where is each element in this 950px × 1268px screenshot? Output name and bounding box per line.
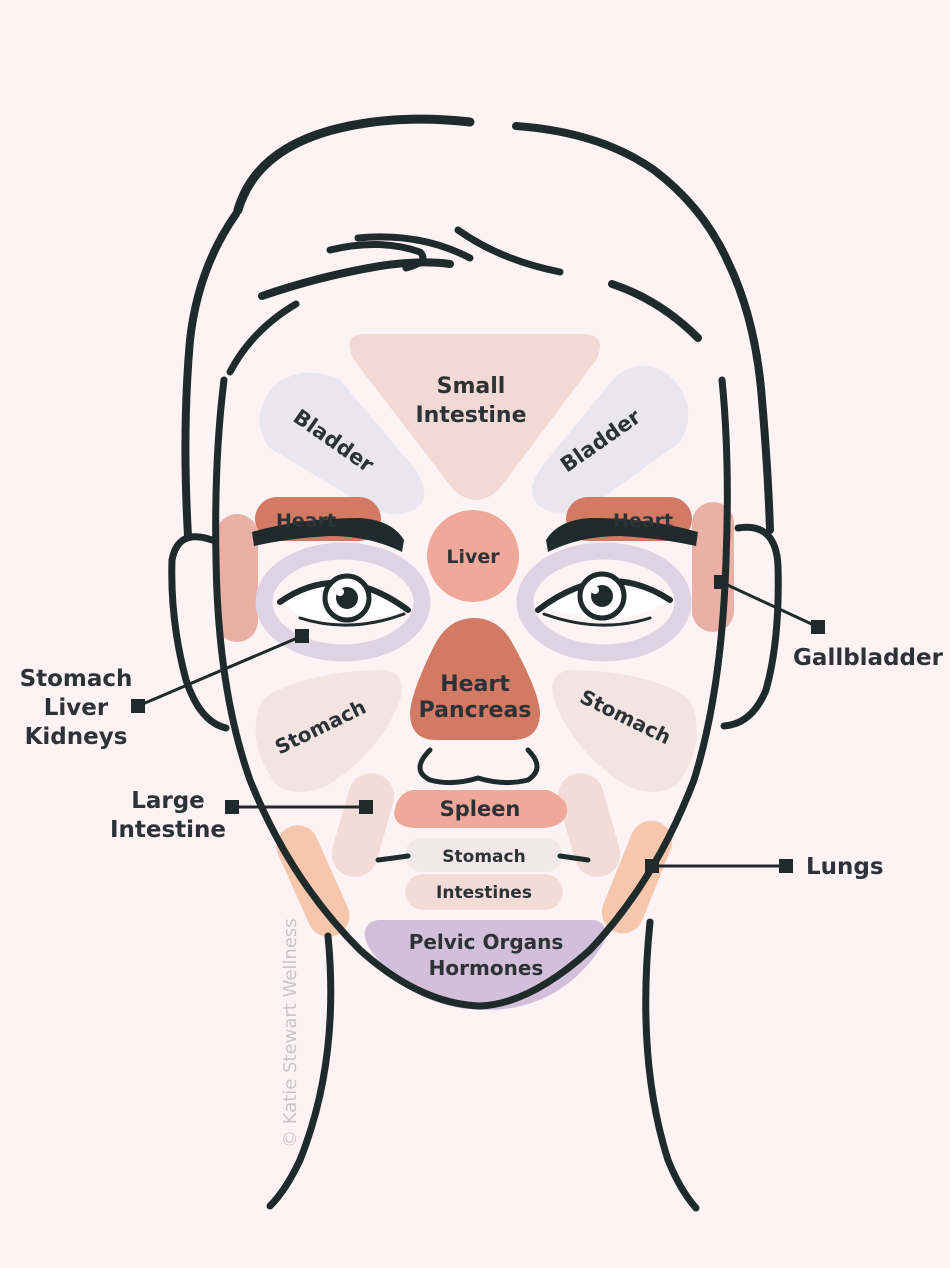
zone-lungs-right bbox=[601, 820, 673, 934]
callout-large: Large bbox=[131, 788, 205, 814]
callout-intestine: Intestine bbox=[110, 817, 226, 843]
eye-left bbox=[277, 573, 411, 627]
label-heart-right: Heart bbox=[613, 510, 673, 532]
zone-lungs-left bbox=[276, 825, 350, 937]
label-intestines: Intestines bbox=[436, 883, 532, 903]
zone-liver bbox=[427, 510, 519, 602]
zone-stomach-mouth bbox=[405, 838, 563, 872]
hairline-strand-1 bbox=[326, 241, 427, 272]
label-pelvic-2: Hormones bbox=[429, 956, 544, 980]
hair-left-side bbox=[181, 210, 240, 540]
mouth-corner-left bbox=[375, 853, 411, 863]
zone-small-intestine bbox=[349, 334, 601, 500]
hairline-strand-3 bbox=[454, 226, 564, 276]
callout-lines bbox=[131, 575, 825, 873]
label-spleen: Spleen bbox=[440, 797, 521, 821]
label-pelvic-1: Pelvic Organs bbox=[409, 930, 564, 954]
ear-left bbox=[168, 533, 230, 732]
label-heart-pancreas-1: Heart bbox=[440, 672, 510, 697]
label-heart-left: Heart bbox=[276, 510, 336, 532]
callout-kidneys: Kidneys bbox=[25, 724, 128, 750]
zone-temple-left bbox=[216, 514, 258, 642]
label-liver: Liver bbox=[446, 546, 500, 568]
zone-eye-ring-right bbox=[516, 542, 692, 662]
hair-right-side bbox=[724, 258, 774, 534]
hair-top-right bbox=[512, 122, 732, 266]
eyebrow-right bbox=[546, 518, 698, 552]
zone-large-intestine-left bbox=[331, 773, 395, 877]
ear-right bbox=[720, 523, 782, 730]
neck-left bbox=[266, 932, 335, 1210]
label-heart-pancreas-2: Pancreas bbox=[419, 698, 532, 723]
callout-lungs: Lungs bbox=[806, 854, 884, 880]
callout-liver: Liver bbox=[44, 695, 109, 721]
face-line-art bbox=[168, 114, 782, 1212]
hairline-left bbox=[258, 258, 454, 300]
zone-bladder-right bbox=[532, 365, 689, 513]
zone-large-intestine-right bbox=[557, 773, 621, 877]
hairline-right bbox=[608, 280, 702, 342]
zone-spleen bbox=[394, 790, 568, 828]
nose bbox=[417, 747, 540, 786]
zone-stomach-left bbox=[255, 670, 402, 792]
zone-intestines bbox=[405, 874, 563, 910]
hair-outline bbox=[233, 114, 475, 215]
zone-bladder-left bbox=[259, 372, 425, 515]
eyebrow-left bbox=[252, 518, 404, 552]
callout-gallbladder: Gallbladder bbox=[793, 645, 944, 671]
callout-labels: Stomach Liver Kidneys Large Intestine Ga… bbox=[20, 645, 944, 880]
zone-stomach-right bbox=[552, 670, 697, 792]
mouth-corner-right bbox=[557, 853, 591, 863]
hairline-strand-2 bbox=[354, 233, 474, 262]
face-contour-left bbox=[212, 376, 484, 1010]
forehead-left-inner bbox=[226, 300, 300, 376]
zone-heart-pancreas bbox=[410, 618, 540, 740]
label-small-intestine-1: Small bbox=[437, 374, 506, 399]
label-stomach-mouth: Stomach bbox=[442, 847, 525, 867]
zone-eye-ring-left bbox=[255, 542, 431, 662]
eye-right bbox=[535, 571, 673, 627]
face-contour-right bbox=[476, 376, 731, 1010]
label-small-intestine-2: Intestine bbox=[415, 403, 526, 428]
neck-right bbox=[642, 918, 700, 1212]
watermark: © Katie Stewart Wellness bbox=[280, 918, 301, 1148]
callout-stomach: Stomach bbox=[20, 666, 133, 692]
